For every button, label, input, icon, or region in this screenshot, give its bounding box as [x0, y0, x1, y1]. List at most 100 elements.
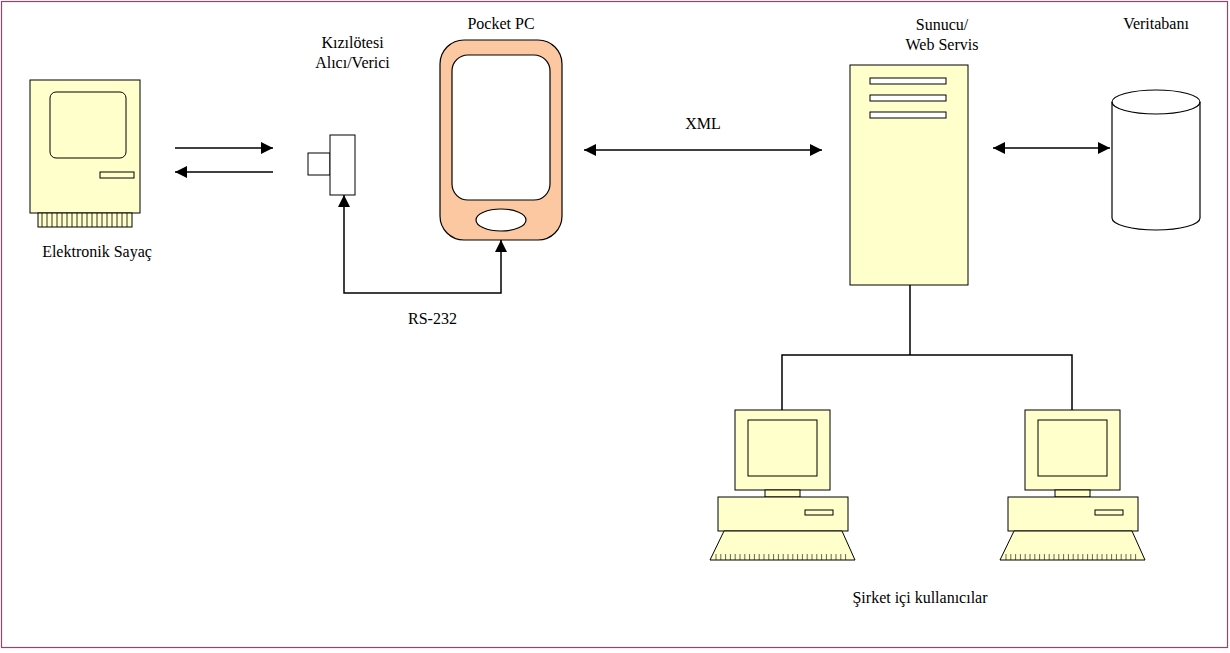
key	[807, 554, 808, 560]
node-shape	[700, 410, 1150, 560]
key	[768, 554, 769, 560]
edge-label-box: XML	[681, 115, 725, 133]
key	[1020, 554, 1021, 560]
key	[1111, 554, 1112, 560]
node-label: Kızılötesi Alıcı/Verici	[303, 33, 403, 73]
connector	[175, 147, 273, 149]
node-text: Sunucu/ Web Servis	[901, 15, 983, 55]
users-node: Şirket içi kullanıcılar	[700, 410, 1150, 560]
monitor-screen	[748, 420, 817, 476]
connector-pin	[72, 213, 73, 227]
computer	[1000, 410, 1145, 560]
connector-pin	[107, 213, 108, 227]
node-text: Veritabanı	[1101, 14, 1211, 34]
node-label: Şirket içi kullanıcılar	[790, 588, 1050, 608]
meter-slot	[100, 172, 134, 178]
system-unit	[718, 497, 848, 531]
key	[1116, 554, 1117, 560]
connector-pin	[62, 213, 63, 227]
node-label: Veritabanı	[1101, 14, 1211, 34]
key	[740, 554, 741, 560]
node-shape	[308, 135, 355, 195]
key	[802, 554, 803, 560]
key	[730, 554, 731, 560]
monitor-screen	[1038, 420, 1107, 476]
node-text: Elektronik Sayaç	[22, 242, 172, 262]
drive-bay	[870, 112, 946, 118]
key	[749, 554, 750, 560]
key	[836, 554, 837, 560]
monitor	[735, 410, 830, 490]
key	[783, 554, 784, 560]
key	[1015, 554, 1016, 560]
connector-pin	[127, 213, 128, 227]
node-text: Şirket içi kullanıcılar	[790, 588, 1050, 608]
key	[1039, 554, 1040, 560]
keyboard	[1000, 531, 1145, 560]
key	[840, 554, 841, 560]
key	[1044, 554, 1045, 560]
key	[1130, 554, 1131, 560]
pda-button	[476, 209, 526, 231]
key	[845, 554, 846, 560]
drive-bay	[870, 78, 946, 84]
connector-pin	[97, 213, 98, 227]
key	[778, 554, 779, 560]
node-label: Pocket PC	[441, 14, 561, 34]
key	[1082, 554, 1083, 560]
key	[816, 554, 817, 560]
key	[754, 554, 755, 560]
node-shape	[440, 40, 562, 240]
connector-pin	[102, 213, 103, 227]
connector-pin	[92, 213, 93, 227]
connector-pin	[77, 213, 78, 227]
meter-display	[50, 92, 126, 158]
computer	[710, 410, 855, 560]
key	[1102, 554, 1103, 560]
key	[716, 554, 717, 560]
edge-label-box: RS-232	[404, 310, 461, 328]
node-shape	[850, 65, 968, 285]
connector	[584, 149, 822, 151]
connector-pin	[87, 213, 88, 227]
connector-pin	[57, 213, 58, 227]
pda-body	[440, 40, 562, 240]
connector-pin	[82, 213, 83, 227]
server-tower	[850, 65, 968, 285]
monitor-stand	[1055, 490, 1090, 497]
drive-bay	[870, 95, 946, 101]
key	[1078, 554, 1079, 560]
key	[1073, 554, 1074, 560]
key	[1063, 554, 1064, 560]
key	[1068, 554, 1069, 560]
node-label: Sunucu/ Web Servis	[901, 15, 983, 55]
key	[759, 554, 760, 560]
connector-pin	[67, 213, 68, 227]
database-cylinder	[1112, 90, 1200, 230]
node-shape	[1112, 90, 1200, 230]
ir-transceiver-node: Kızılötesi Alıcı/Verici	[308, 135, 355, 195]
key	[1058, 554, 1059, 560]
cylinder-rim	[1112, 102, 1200, 114]
key	[831, 554, 832, 560]
key	[773, 554, 774, 560]
key	[821, 554, 822, 560]
key	[1121, 554, 1122, 560]
key	[744, 554, 745, 560]
node-label: Elektronik Sayaç	[22, 242, 172, 262]
key	[1126, 554, 1127, 560]
system-unit	[1008, 497, 1138, 531]
key	[720, 554, 721, 560]
node-text: Pocket PC	[441, 14, 561, 34]
connector-pin	[122, 213, 123, 227]
key	[1006, 554, 1007, 560]
ir-lens	[308, 153, 330, 175]
server-node: Sunucu/ Web Servis	[850, 65, 968, 285]
ir-body	[330, 135, 355, 195]
database-node: Veritabanı	[1112, 90, 1200, 230]
key	[797, 554, 798, 560]
key	[788, 554, 789, 560]
keyboard	[710, 531, 855, 560]
